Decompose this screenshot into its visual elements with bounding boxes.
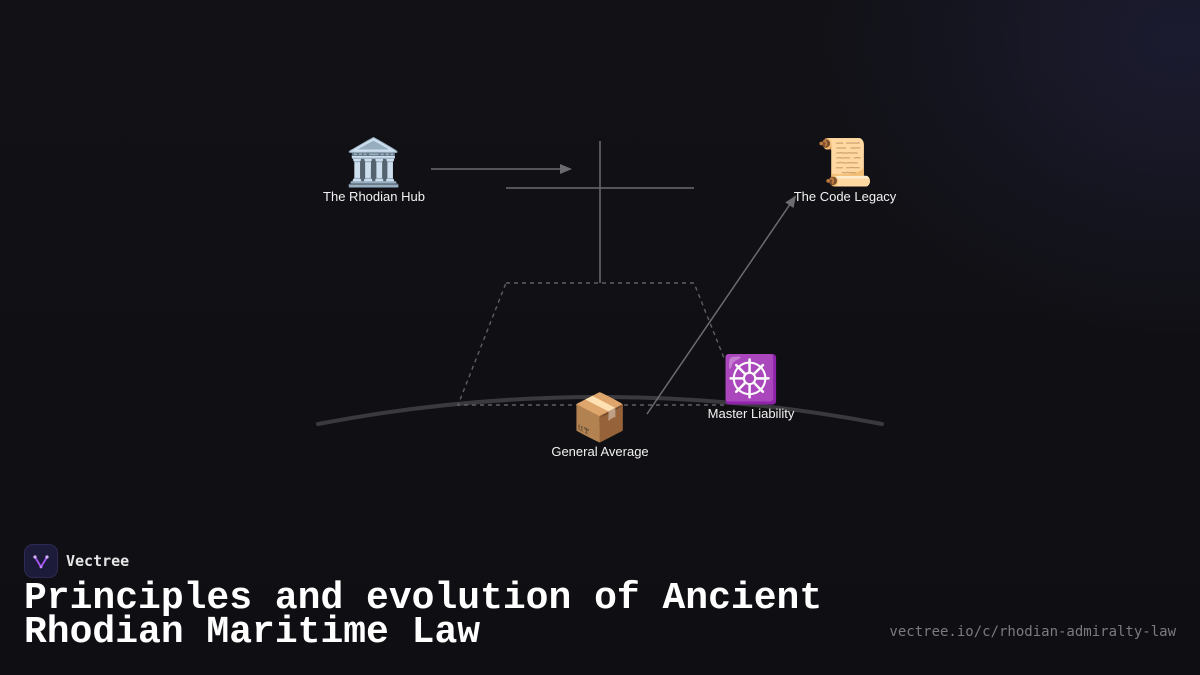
node-label: The Rhodian Hub [323, 189, 425, 204]
brand[interactable]: Vectree [24, 544, 129, 578]
package-icon: 📦 [571, 390, 629, 444]
brand-name: Vectree [66, 552, 130, 570]
scroll-icon: 📜 [816, 135, 874, 189]
deck-curve [316, 395, 884, 426]
node-code-legacy[interactable]: 📜 The Code Legacy [745, 136, 945, 205]
node-label: General Average [551, 444, 649, 459]
node-rhodian-hub[interactable]: 🏛️ The Rhodian Hub [274, 136, 474, 205]
classical-building-icon: 🏛️ [345, 135, 403, 189]
vectree-logo-icon [24, 544, 58, 578]
page-title: Principles and evolution of Ancient Rhod… [24, 577, 823, 654]
node-master-liability[interactable]: ☸️ Master Liability [651, 353, 851, 422]
hull-outline [456, 282, 725, 406]
ship-wheel-icon: ☸️ [722, 352, 780, 406]
node-label: The Code Legacy [793, 189, 897, 204]
node-label: Master Liability [707, 406, 795, 421]
source-url[interactable]: vectree.io/c/rhodian-admiralty-law [889, 624, 1176, 640]
edge-general-average-code-legacy [646, 195, 797, 415]
node-general-average[interactable]: 📦 General Average [500, 391, 700, 460]
